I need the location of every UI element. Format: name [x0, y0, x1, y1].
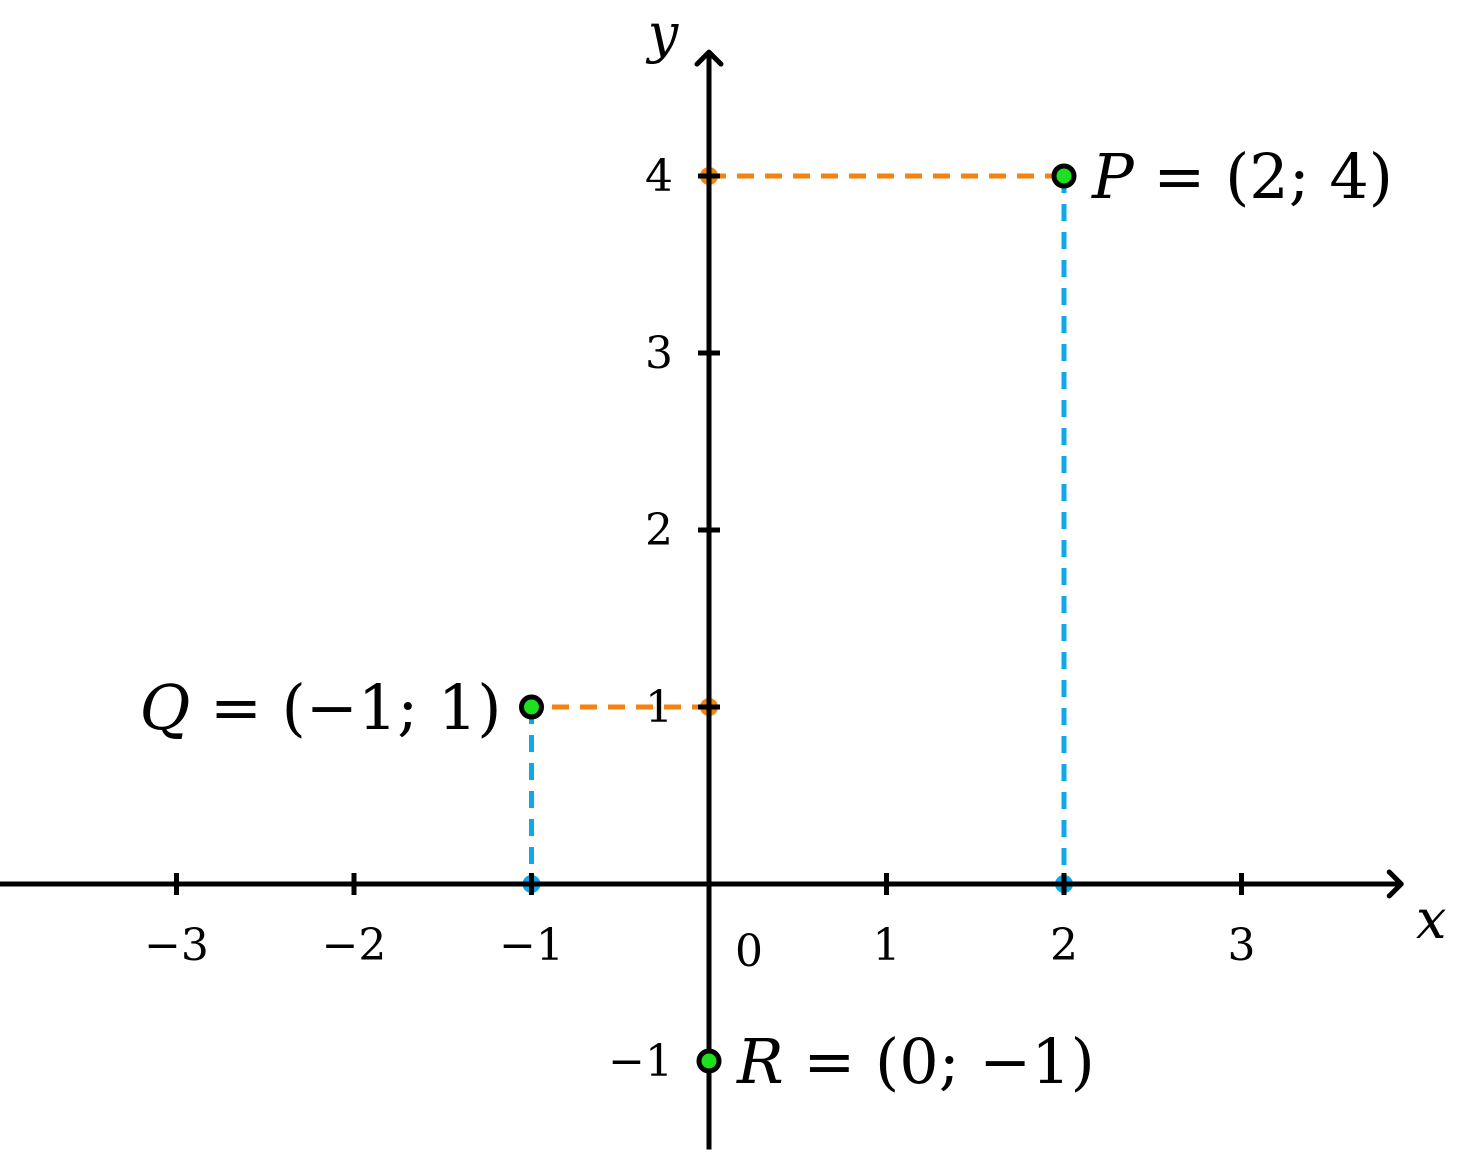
point-coordinates: = (2; 4) [1134, 140, 1393, 213]
point-label: Q = (−1; 1) [139, 671, 501, 744]
y-axis-name: y [646, 2, 680, 65]
points-layer: P = (2; 4) Q = (−1; 1) R = (0; −1) [139, 140, 1392, 1098]
point-coordinates: = (−1; 1) [190, 671, 501, 744]
point-label: P = (2; 4) [1091, 140, 1393, 213]
y-tick-label: 4 [645, 151, 673, 202]
data-point [696, 1048, 722, 1074]
point-name: R [736, 1025, 784, 1098]
x-tick-label: −1 [499, 920, 564, 971]
data-point [519, 694, 544, 720]
guide-lines-layer [522, 167, 1073, 1061]
tick-labels-layer: x y −3 −2 −1 1 2 3 −1 1 2 3 4 0 [144, 2, 1446, 1087]
x-tick-label: 1 [873, 920, 901, 971]
x-tick-label: 3 [1228, 920, 1256, 971]
y-axis-arrowhead [694, 49, 724, 67]
x-tick-label: −3 [144, 920, 209, 971]
y-tick-label: 2 [645, 505, 673, 556]
y-tick-label: 3 [645, 328, 673, 379]
point-label: R = (0; −1) [736, 1025, 1095, 1098]
y-tick-label: 1 [645, 682, 673, 733]
point-name: Q [139, 671, 190, 744]
point-coordinates: = (0; −1) [784, 1025, 1095, 1098]
x-tick-label: 2 [1050, 920, 1078, 971]
origin-label: 0 [735, 926, 763, 977]
x-axis-name: x [1416, 888, 1446, 951]
data-point [1051, 163, 1077, 189]
x-tick-label: −2 [322, 920, 387, 971]
x-axis-arrowhead [1386, 869, 1404, 899]
axes-layer [0, 49, 1404, 1150]
point-name: P [1091, 140, 1135, 213]
y-tick-label: −1 [608, 1036, 673, 1087]
